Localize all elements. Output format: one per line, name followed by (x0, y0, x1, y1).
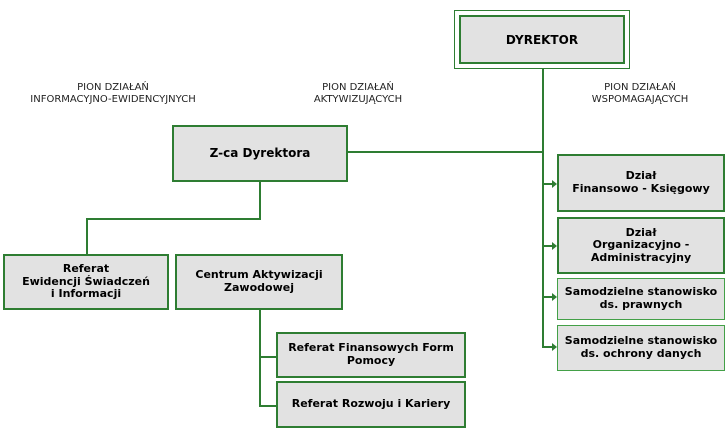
arrow-head-icon (552, 242, 557, 250)
referat-finansowych-box: Referat Finansowych Form Pomocy (276, 332, 466, 378)
referat-rozwoju-label: Referat Rozwoju i Kariery (291, 397, 451, 411)
line-1: Referat Finansowych Form (288, 341, 454, 355)
connector-stanowisko-dane (542, 346, 554, 348)
pion-label-wspomagajace: PION DZIAŁAŃ WSPOMAGAJĄCYCH (580, 82, 700, 106)
referat-ewidencji-label: Referat Ewidencji Świadczeń i Informacji (22, 262, 150, 301)
dzial-finansowo-ksiegowy-box: Dział Finansowo - Księgowy (557, 154, 725, 212)
dzial-organizacyjno-box: Dział Organizacyjno - Administracyjny (557, 217, 725, 274)
line-2: Organizacyjno - (592, 238, 690, 252)
pion-line-1: PION DZIAŁAŃ (604, 82, 676, 93)
pion-label-informacyjno: PION DZIAŁAŃ INFORMACYJNO-EWIDENCYJNYCH (18, 82, 208, 106)
connector-referat-rozwoju (259, 405, 276, 407)
line-2: ds. ochrony danych (580, 347, 702, 360)
arrow-head-icon (552, 180, 557, 188)
connector-dzial-organizacyjno (542, 245, 554, 247)
connector-referat-finansowych (259, 356, 276, 358)
stanowisko-prawne-box: Samodzielne stanowisko ds. prawnych (557, 278, 725, 320)
connector-referat-ewidencji (86, 218, 88, 255)
dzial-finansowo-ksiegowy-label: Dział Finansowo - Księgowy (572, 170, 709, 195)
dzial-organizacyjno-label: Dział Organizacyjno - Administracyjny (590, 225, 692, 265)
arrow-head-icon (552, 343, 557, 351)
line-1: Samodzielne stanowisko (564, 334, 718, 348)
stanowisko-prawne-label: Samodzielne stanowisko ds. prawnych (565, 286, 717, 311)
connector-director-vertical (542, 69, 544, 347)
referat-rozwoju-box: Referat Rozwoju i Kariery (276, 381, 466, 428)
arrow-head-icon (552, 293, 557, 301)
line-1: Dział (625, 169, 657, 183)
line-2: Finansowo - Księgowy (572, 182, 710, 195)
referat-finansowych-label: Referat Finansowych Form Pomocy (288, 342, 454, 367)
pion-line-2: INFORMACYJNO-EWIDENCYJNYCH (30, 94, 196, 105)
centrum-aktywizacji-label: Centrum Aktywizacji Zawodowej (195, 269, 322, 294)
connector-zca-down (259, 181, 261, 219)
line-2: Pomocy (346, 354, 396, 367)
zca-dyrektora-label: Z-ca Dyrektora (209, 145, 311, 160)
pion-line-2: AKTYWIZUJĄCYCH (313, 94, 403, 105)
dyrektor-label: DYREKTOR (459, 15, 625, 64)
line-2: Zawodowej (224, 281, 294, 294)
pion-label-aktywizujace: PION DZIAŁAŃ AKTYWIZUJĄCYCH (298, 82, 418, 106)
connector-branch-horizontal (86, 218, 261, 220)
pion-line-1: PION DZIAŁAŃ (77, 82, 149, 93)
line-2: Ewidencji Świadczeń (22, 274, 150, 288)
line-3: i Informacji (50, 287, 122, 301)
centrum-aktywizacji-box: Centrum Aktywizacji Zawodowej (175, 254, 343, 310)
referat-ewidencji-box: Referat Ewidencji Świadczeń i Informacji (3, 254, 169, 310)
line-1: Samodzielne stanowisko (564, 285, 718, 299)
stanowisko-dane-label: Samodzielne stanowisko ds. ochrony danyc… (565, 335, 717, 360)
line-1: Centrum Aktywizacji (195, 268, 323, 282)
zca-dyrektora-box: Z-ca Dyrektora (172, 125, 348, 182)
pion-line-1: PION DZIAŁAŃ (322, 82, 394, 93)
dyrektor-box: DYREKTOR (454, 10, 630, 69)
line-1: Referat (62, 262, 110, 276)
connector-zca-director (346, 151, 543, 153)
line-1: Dział (625, 225, 657, 239)
stanowisko-dane-box: Samodzielne stanowisko ds. ochrony danyc… (557, 325, 725, 371)
connector-dzial-finansowo (542, 183, 554, 185)
line-2: ds. prawnych (599, 298, 683, 311)
pion-line-2: WSPOMAGAJĄCYCH (591, 94, 689, 105)
line-3: Administracyjny (590, 250, 692, 264)
connector-stanowisko-prawne (542, 296, 554, 298)
